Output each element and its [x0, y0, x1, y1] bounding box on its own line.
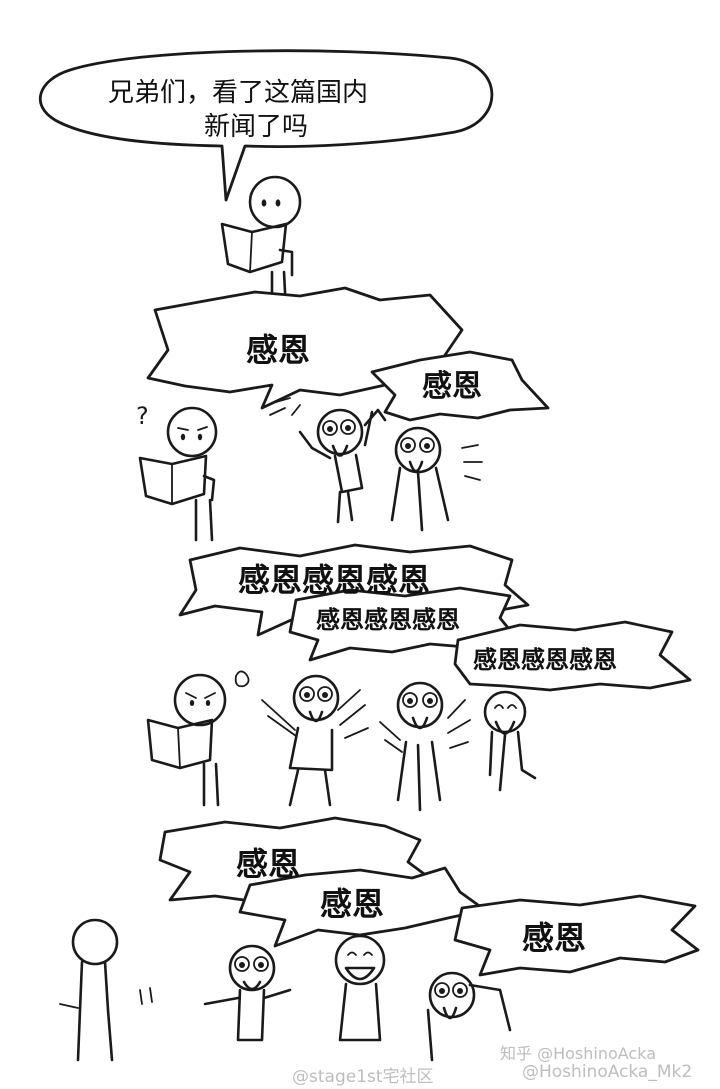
excited-fan-1 [269, 397, 387, 524]
jagged-bubble-2 [370, 350, 550, 422]
panel-2: ? [136, 286, 550, 542]
cheering-fan-1 [203, 944, 292, 1042]
jagged-bubble-8 [453, 894, 700, 977]
panel-3 [146, 543, 692, 812]
wild-fan-2 [379, 681, 471, 812]
shout-text: 感恩感恩感恩 [316, 606, 460, 634]
svg-text:?: ? [136, 402, 149, 430]
watermark-zhihu: 知乎 @HoshinoAcka [500, 1044, 657, 1063]
shout-text: 感恩 [422, 369, 482, 404]
speech-bubble [38, 49, 494, 202]
panel-1 [38, 49, 494, 314]
shout-text: 感恩 [522, 919, 587, 957]
jagged-bubble-5 [453, 620, 692, 692]
excited-fan-2 [390, 426, 483, 532]
reader-character [220, 175, 302, 314]
cheering-fan-2 [334, 934, 386, 1042]
shout-text: 感恩 [246, 331, 311, 369]
watermark-left: @stage1st宅社区 [292, 1067, 434, 1087]
wild-fan-3 [483, 690, 537, 792]
confused-reader: ? [136, 402, 218, 542]
cheering-fan-3 [426, 971, 512, 1062]
speech-line-1: 兄弟们，看了这篇国内 [108, 78, 369, 108]
wild-fan-1 [261, 674, 369, 807]
leaving-reader [59, 918, 153, 1062]
shout-text: 感恩 [320, 885, 385, 923]
angry-reader [146, 670, 250, 807]
panel-4 [59, 816, 700, 1062]
speech-line-2: 新闻了吗 [204, 112, 309, 142]
shout-text: 感恩感恩感恩 [473, 646, 617, 674]
jagged-bubble-7 [238, 866, 487, 948]
shout-text: 感恩感恩感恩 [238, 561, 431, 599]
shout-text: 感恩 [236, 845, 301, 883]
watermark-right: @HoshinoAcka_Mk2 [522, 1062, 693, 1082]
